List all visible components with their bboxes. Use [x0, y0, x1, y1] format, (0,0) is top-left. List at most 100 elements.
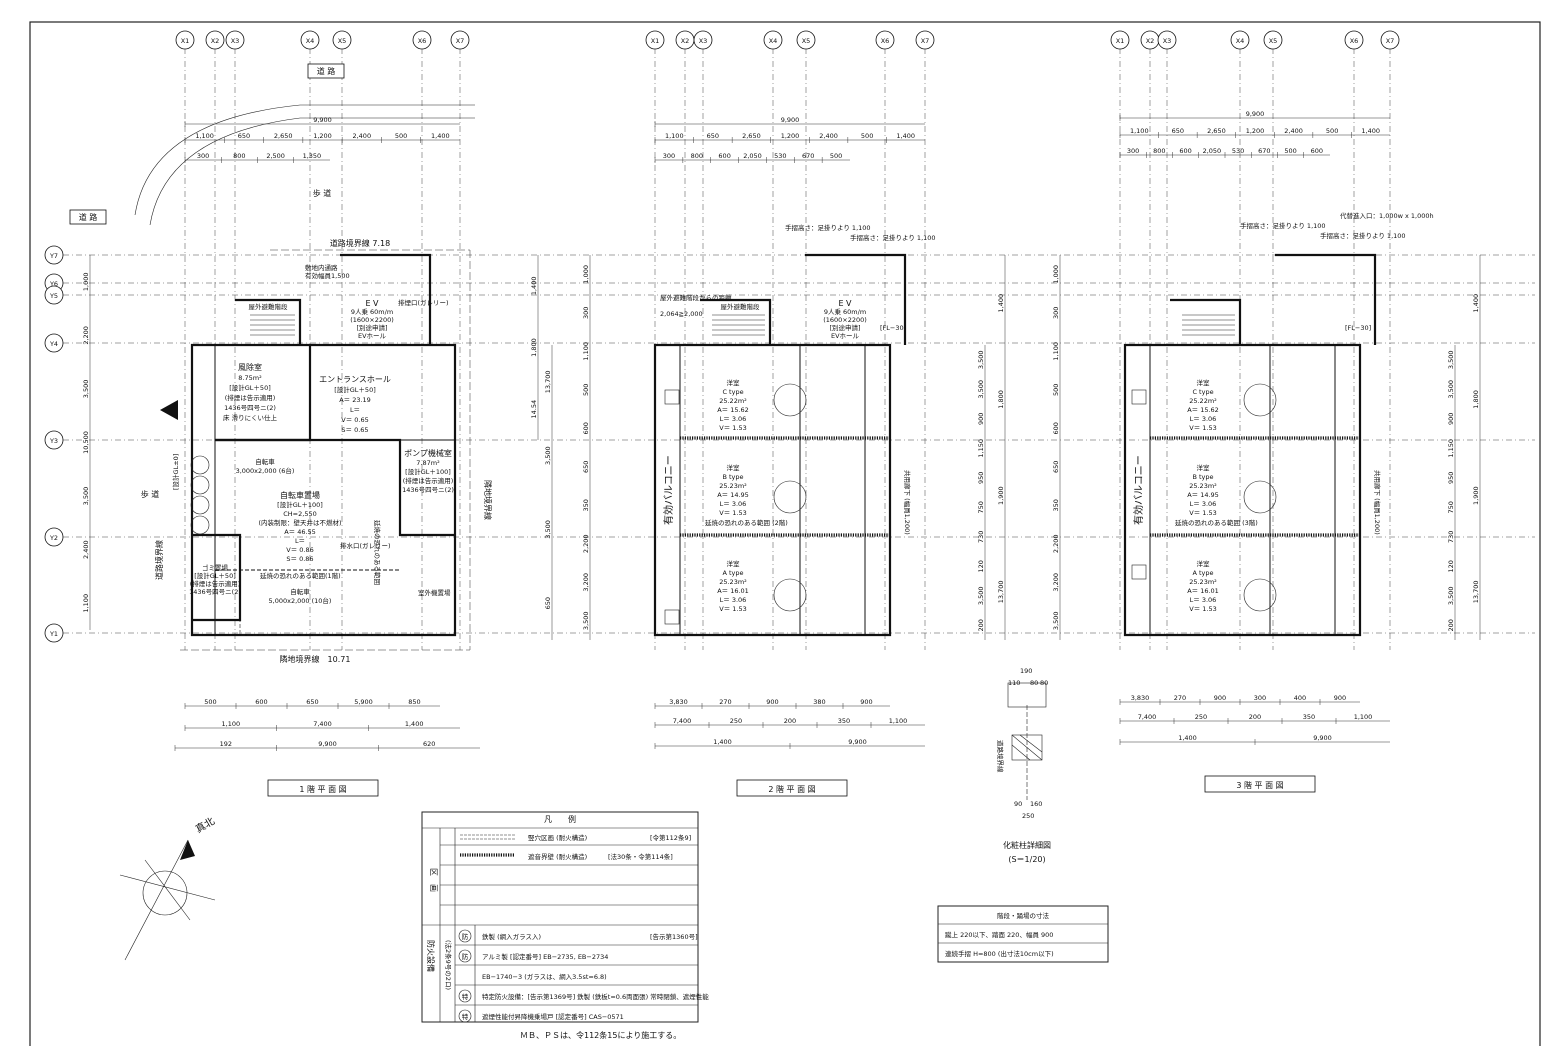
dimension-label: 380 — [813, 698, 825, 706]
fire-row-text: EB−1740−3 (ガラスは、網入3.5st=6.8) — [482, 972, 607, 981]
dimension-label: 120 — [977, 560, 985, 572]
dimension-label: 14.54 — [530, 400, 538, 419]
dimension-label: 2,650 — [1207, 127, 1226, 135]
dimension-label: 2,400 — [819, 132, 838, 140]
room-text-line: S＝ 0.65 — [341, 426, 368, 434]
room-text-line: [設計GL＋100] — [277, 500, 323, 509]
stair-distance-value: 2,064≧2,000 — [660, 310, 703, 318]
dimension-label: 200 — [1249, 713, 1261, 721]
dimension-label: 5,900 — [354, 698, 373, 706]
dimension-label: 3,500 — [1447, 350, 1455, 369]
dimension-label: 3,500 — [582, 611, 590, 630]
fire-mark-text: 防 — [462, 932, 469, 941]
dimension-label: 350 — [1052, 499, 1060, 511]
handrail-note-2f-a: 手摺高さ：足掛りより 1,100 — [785, 223, 871, 232]
room-text-line: 3,000x2,000 (6台) — [236, 466, 295, 475]
room-text-line: 25.23m² — [719, 482, 747, 490]
stair-table-title: 階段・踊場の寸法 — [997, 911, 1050, 920]
dimension-label: 120 — [1447, 560, 1455, 572]
axis-label-y: Y1 — [49, 630, 58, 638]
axis-label-x: X3 — [231, 37, 240, 45]
room-text-line: 洋室 — [727, 378, 741, 387]
room-text-line: 1436号四号ニ(2) — [189, 588, 241, 596]
axis-label-x: X6 — [1350, 37, 1359, 45]
dimension-label: 900 — [977, 413, 985, 425]
sidewalk-left: 歩 道 — [141, 489, 160, 499]
dimension-label: 2,400 — [352, 132, 371, 140]
room-text-line: L＝ 3.06 — [1190, 596, 1217, 604]
room-text-line: 自転車置場 — [280, 490, 320, 500]
axis-label-x: X4 — [769, 37, 778, 45]
dimension-label: 7,400 — [313, 720, 332, 728]
dimension-label: 300 — [197, 152, 209, 160]
room-text-line: ポンプ機械室 — [404, 448, 452, 458]
dimension-label: 650 — [238, 132, 250, 140]
axis-label-y: Y5 — [49, 292, 58, 300]
dimension-label: 1,150 — [977, 439, 985, 458]
detail-dim-250: 250 — [1022, 812, 1034, 820]
room-text-line: (1600×2200) — [823, 316, 867, 324]
detail-dim-80b: 80 — [1040, 679, 1048, 687]
alt-entry-note-3f: 代替進入口：1,000w x 1,000h — [1340, 211, 1434, 220]
axis-label-x: X2 — [681, 37, 690, 45]
dimension-label: 1,000 — [82, 272, 90, 291]
dimension-label: 1,100 — [889, 717, 908, 725]
axis-bubble-x — [1380, 30, 1400, 50]
north-arrow: 真北 — [119, 814, 217, 961]
axis-bubble-x — [225, 30, 245, 50]
dimension-label: 300 — [1127, 147, 1139, 155]
dimension-label: 500 — [1326, 127, 1338, 135]
plan3-title: 3 階 平 面 図 — [1236, 780, 1283, 790]
detail-scale: (S＝1/20) — [1008, 855, 1045, 864]
fire-row-ref: [告示第1360号] — [650, 932, 698, 941]
axis-label-x: X3 — [699, 37, 708, 45]
dimension-label: 1,400 — [405, 720, 424, 728]
axis-label-x: X7 — [456, 37, 465, 45]
dimension-label: 650 — [582, 461, 590, 473]
room-text-line: A＝ 14.95 — [1187, 491, 1219, 499]
detail-dim-160: 160 — [1030, 800, 1042, 808]
room-text-line: V＝ 1.53 — [719, 509, 747, 517]
axis-label-x: X7 — [1386, 37, 1395, 45]
room-text-line: 8.75m² — [238, 374, 262, 382]
dimension-label: 500 — [582, 384, 590, 396]
dimension-label: 670 — [802, 152, 814, 160]
axis-bubble-x — [645, 30, 665, 50]
room-text-line: V＝ 1.53 — [1189, 605, 1217, 613]
dimension-label: 950 — [977, 472, 985, 484]
dimension-label: 600 — [582, 422, 590, 434]
dimension-label: 1,000 — [582, 265, 590, 284]
dimension-label: 3,500 — [544, 520, 552, 539]
room-text-line: 25.22m² — [719, 397, 747, 405]
dimension-label: 1,100 — [82, 594, 90, 613]
design-gl-0: [設計GL±0] — [171, 454, 180, 490]
dimension-label: 1,400 — [713, 738, 732, 746]
room-text-line: A type — [722, 569, 743, 577]
room-text-line: (排煙は告示適用) — [225, 393, 276, 402]
dimension-label: 1,100 — [582, 342, 590, 361]
dimension-label: 1,400 — [530, 277, 538, 296]
dimension-label: 950 — [1447, 472, 1455, 484]
dimension-label: 3,200 — [1052, 573, 1060, 592]
room-text-line: L＝ 3.06 — [1190, 500, 1217, 508]
room-text-line: 9人乗 60m/m — [824, 307, 866, 316]
dimension-label: 192 — [220, 740, 232, 748]
stair-table-row2: 連続手摺 H=800 (出寸法10cm以下) — [945, 949, 1054, 958]
room-text-line: L＝ 3.06 — [720, 415, 747, 423]
dimension-label: 600 — [1052, 422, 1060, 434]
dimension-label: 350 — [582, 499, 590, 511]
room-text-line: E V — [365, 299, 379, 308]
room-text-line: 洋室 — [727, 463, 741, 472]
room-text-line: V＝ 1.53 — [1189, 424, 1217, 432]
dimension-label: 2,050 — [743, 152, 762, 160]
handrail-note-3f-b: 手摺高さ：足掛りより 1,100 — [1320, 231, 1406, 240]
dimension-label: 600 — [255, 698, 267, 706]
outdoor-stair-1f: 屋外避難階段 — [249, 302, 289, 311]
dimension-label: 2,200 — [82, 326, 90, 345]
dimension-label: 600 — [1179, 147, 1191, 155]
dimension-label: 350 — [838, 717, 850, 725]
dimension-label: 2,050 — [1203, 147, 1222, 155]
